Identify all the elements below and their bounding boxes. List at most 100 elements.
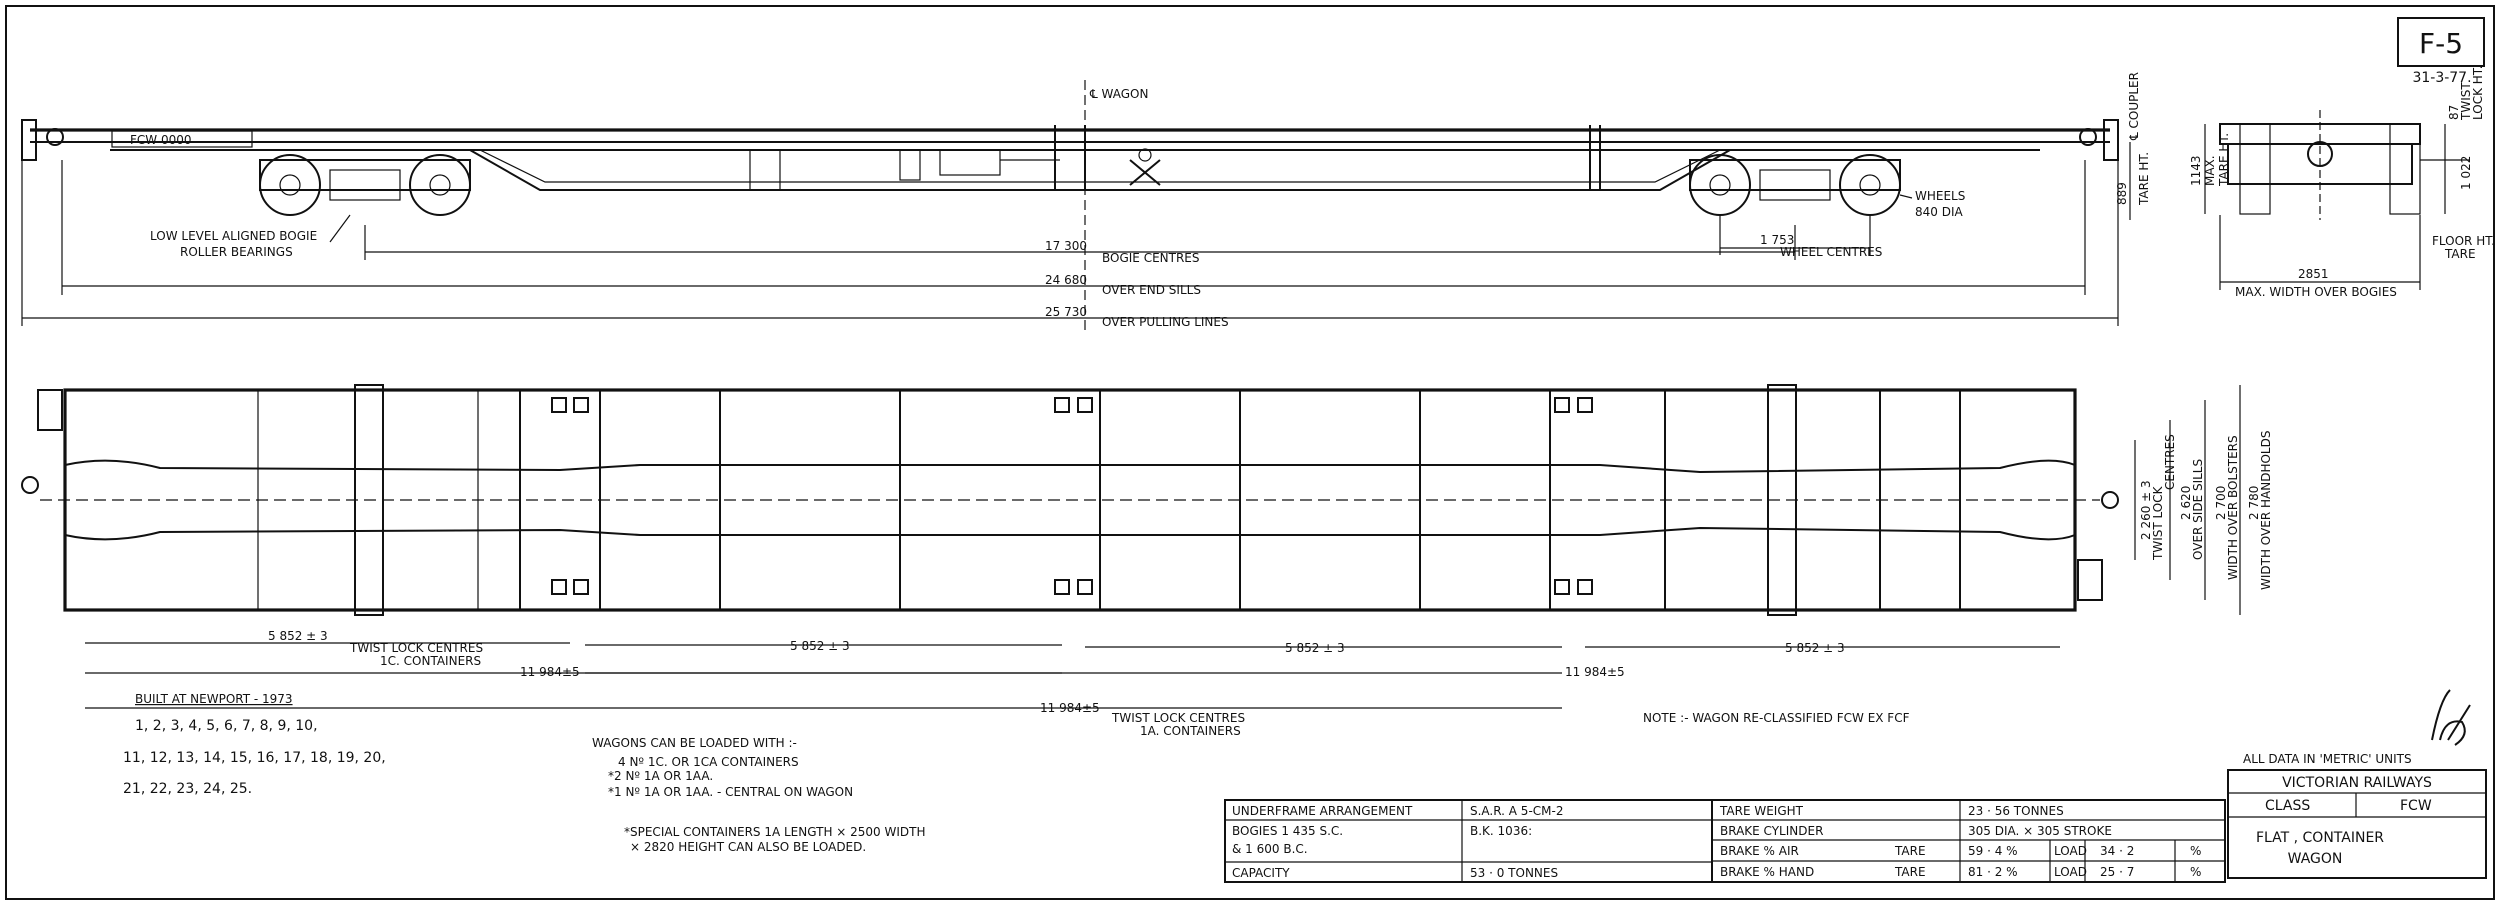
sheet-number: F-5 bbox=[2419, 27, 2463, 60]
wagon-centre-label: ℄ WAGON bbox=[1089, 87, 1148, 101]
table-r3-c1: & 1 600 B.C. bbox=[1232, 842, 1308, 856]
bogie-right bbox=[1689, 154, 1901, 216]
right-dim-2-label: OVER SIDE SILLS bbox=[2191, 459, 2205, 560]
table-rr4-c6: % bbox=[2190, 865, 2201, 879]
wheels-note-line1: WHEELS bbox=[1915, 189, 1965, 203]
span-11984-a: 11 984±5 bbox=[520, 665, 580, 679]
right-dim-4-value: 2 780 bbox=[2247, 486, 2261, 520]
table-rr2-c3: 305 DIA. × 305 STROKE bbox=[1968, 824, 2112, 838]
table-rr1-c1: TARE WEIGHT bbox=[1719, 804, 1804, 818]
max-tare-dim: 1143 bbox=[2189, 155, 2203, 186]
bogie-centres-dim: 17 300 bbox=[1045, 239, 1087, 253]
right-dim-1-value: 2 260 ± 3 bbox=[2139, 480, 2153, 540]
built-line-2: 11, 12, 13, 14, 15, 16, 17, 18, 19, 20, bbox=[123, 750, 386, 766]
span-11984-c: 11 984±5 bbox=[1040, 701, 1100, 715]
wheel-centres-dim: 1 753 bbox=[1760, 233, 1794, 247]
tl-1c-label-2: 1C. CONTAINERS bbox=[380, 654, 481, 668]
tl-1c-label-1: TWIST LOCK CENTRES bbox=[349, 641, 483, 655]
plan-view: 5 852 ± 3 TWIST LOCK CENTRES 1C. CONTAIN… bbox=[21, 384, 2273, 738]
right-dim-1-label-2: CENTRES bbox=[2163, 434, 2177, 490]
loading-title: WAGONS CAN BE LOADED WITH :- bbox=[592, 736, 797, 750]
right-dim-4-label: WIDTH OVER HANDHOLDS bbox=[2259, 431, 2273, 590]
bogie-left bbox=[259, 154, 471, 216]
max-tare-label-2: TARE HT. bbox=[2217, 133, 2231, 187]
max-tare-label-1: MAX. bbox=[2203, 155, 2217, 186]
right-dim-3-label: WIDTH OVER BOLSTERS bbox=[2226, 435, 2240, 580]
table-r1-c2: S.A.R. A 5-CM-2 bbox=[1470, 804, 1563, 818]
right-dim-2-value: 2 620 bbox=[2179, 486, 2193, 520]
company: VICTORIAN RAILWAYS bbox=[2282, 775, 2432, 791]
side-marking: FCW 0000 bbox=[130, 133, 192, 147]
built-title: BUILT AT NEWPORT - 1973 bbox=[135, 692, 293, 706]
table-r2-c2: B.K. 1036: bbox=[1470, 824, 1532, 838]
signature bbox=[2431, 689, 2471, 746]
table-rr3-c1: BRAKE % AIR bbox=[1720, 844, 1799, 858]
data-table: UNDERFRAME ARRANGEMENT S.A.R. A 5-CM-2 B… bbox=[1224, 799, 2226, 883]
sheet-number-box bbox=[2397, 17, 2485, 67]
side-elevation: FCW 0000 ℄ bbox=[21, 72, 2151, 330]
table-r2-c1: BOGIES 1 435 S.C. bbox=[1232, 824, 1343, 838]
tl-1a-label-1: TWIST LOCK CENTRES bbox=[1111, 711, 1245, 725]
max-width-dim: 2851 bbox=[2298, 267, 2329, 281]
table-rr3-c4: LOAD bbox=[2054, 844, 2087, 858]
twist-lock-label-2: LOCK HT. bbox=[2471, 65, 2485, 120]
table-rr3-c2: TARE bbox=[1894, 844, 1926, 858]
table-rr4-c5: 25 · 7 bbox=[2100, 865, 2134, 879]
loading-line-1: 4 Nº 1C. OR 1CA CONTAINERS bbox=[618, 755, 799, 769]
table-r4-c2: 53 · 0 TONNES bbox=[1470, 866, 1558, 880]
table-rr4-c2: TARE bbox=[1894, 865, 1926, 879]
units-note: ALL DATA IN 'METRIC' UNITS bbox=[2243, 752, 2412, 766]
table-r1-c1: UNDERFRAME ARRANGEMENT bbox=[1232, 804, 1413, 818]
right-dim-1-label-1: TWIST LOCK bbox=[2151, 485, 2165, 561]
tare-height-dim: 889 bbox=[2115, 182, 2129, 205]
mid-dim-2: 5 852 ± 3 bbox=[1285, 641, 1345, 655]
built-line-1: 1, 2, 3, 4, 5, 6, 7, 8, 9, 10, bbox=[135, 718, 318, 734]
table-rr3-c6: % bbox=[2190, 844, 2201, 858]
table-rr3-c3: 59 · 4 % bbox=[1968, 844, 2018, 858]
right-dim-3-value: 2 700 bbox=[2214, 486, 2228, 520]
floor-label-1: FLOOR HT. bbox=[2432, 234, 2495, 248]
loading-line-3: *1 Nº 1A OR 1AA. - CENTRAL ON WAGON bbox=[608, 785, 853, 799]
table-rr4-c4: LOAD bbox=[2054, 865, 2087, 879]
special-line-1: *SPECIAL CONTAINERS 1A LENGTH × 2500 WID… bbox=[624, 825, 926, 839]
drawing-date: 31-3-77. bbox=[2412, 70, 2471, 86]
mid-dim-1: 5 852 ± 3 bbox=[790, 639, 850, 653]
span-11984-b: 11 984±5 bbox=[1565, 665, 1625, 679]
description-1: FLAT , CONTAINER bbox=[2256, 830, 2384, 846]
side-marking-box bbox=[111, 130, 253, 148]
bogie-note-line2: ROLLER BEARINGS bbox=[180, 245, 293, 259]
description-2: WAGON bbox=[2288, 851, 2343, 867]
max-width-label: MAX. WIDTH OVER BOGIES bbox=[2235, 285, 2397, 299]
class-label: CLASS bbox=[2265, 798, 2310, 814]
special-line-2: × 2820 HEIGHT CAN ALSO BE LOADED. bbox=[630, 840, 866, 854]
title-block: ALL DATA IN 'METRIC' UNITS VICTORIAN RAI… bbox=[2227, 689, 2487, 879]
wheels-note-line2: 840 DIA bbox=[1915, 205, 1963, 219]
bogie-note-line1: LOW LEVEL ALIGNED BOGIE bbox=[150, 229, 317, 243]
sheet-border bbox=[5, 5, 2495, 900]
tare-height-label: TARE HT. bbox=[2137, 152, 2151, 206]
end-sills-label: OVER END SILLS bbox=[1102, 283, 1201, 297]
built-line-3: 21, 22, 23, 24, 25. bbox=[123, 781, 252, 797]
twist-lock-label-1: TWIST bbox=[2459, 82, 2473, 121]
end-view: 1143 MAX. TARE HT. 87 TWIST LOCK HT. 1 0… bbox=[2189, 65, 2495, 299]
table-r4-c1: CAPACITY bbox=[1232, 866, 1290, 880]
pulling-lines-dim: 25 730 bbox=[1045, 305, 1087, 319]
table-rr2-c1: BRAKE CYLINDER bbox=[1720, 824, 1823, 838]
wheel-centres-label: WHEEL CENTRES bbox=[1780, 245, 1882, 259]
table-rr4-c1: BRAKE % HAND bbox=[1720, 865, 1814, 879]
pulling-lines-label: OVER PULLING LINES bbox=[1102, 315, 1229, 329]
tl-1c-dim: 5 852 ± 3 bbox=[268, 629, 328, 643]
floor-label-2: TARE bbox=[2444, 247, 2476, 261]
table-rr4-c3: 81 · 2 % bbox=[1968, 865, 2018, 879]
loading-line-2: *2 Nº 1A OR 1AA. bbox=[608, 769, 713, 783]
mid-dim-3: 5 852 ± 3 bbox=[1785, 641, 1845, 655]
tl-1a-label-2: 1A. CONTAINERS bbox=[1140, 724, 1241, 738]
reclass-note: NOTE :- WAGON RE-CLASSIFIED FCW EX FCF bbox=[1643, 711, 1910, 725]
bogie-centres-label: BOGIE CENTRES bbox=[1102, 251, 1200, 265]
table-rr3-c5: 34 · 2 bbox=[2100, 844, 2134, 858]
table-rr1-c3: 23 · 56 TONNES bbox=[1968, 804, 2064, 818]
coupler-label: ℄ COUPLER bbox=[2127, 72, 2141, 141]
notes: BUILT AT NEWPORT - 1973 1, 2, 3, 4, 5, 6… bbox=[123, 692, 1910, 854]
class-value: FCW bbox=[2400, 798, 2432, 814]
